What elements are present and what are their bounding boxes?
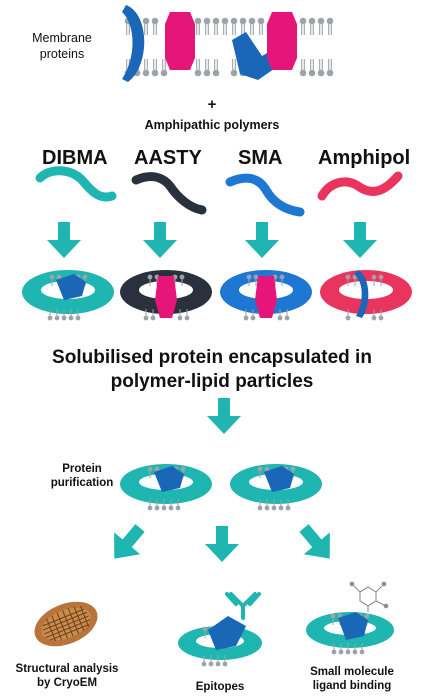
antibody-icon: [225, 592, 261, 620]
polymer-squiggle-amphipol: [317, 171, 403, 201]
polymer-name-sma: SMA: [238, 147, 283, 169]
nanodisc-small-molecule: [306, 612, 394, 655]
protein-purification-label: Protein purification: [40, 462, 124, 490]
membrane-protein-magenta-left: [165, 12, 195, 70]
caption-small-molecule: Small molecule ligand binding: [290, 665, 414, 693]
arrow-down-icon: [205, 526, 239, 562]
caption-small-molecule-line1: Small molecule: [310, 666, 394, 678]
arrow-diagonal-right-icon: [299, 524, 330, 559]
polymer-squiggle-dibma: [35, 166, 117, 202]
plus-symbol: +: [207, 96, 217, 113]
caption-small-molecule-line2: ligand binding: [312, 680, 392, 692]
molecule-icon: [349, 581, 389, 612]
arrow-down-icon: [47, 222, 81, 258]
membrane-protein-v-shape: [232, 32, 284, 80]
purification-line1: Protein: [62, 463, 102, 475]
nanodisc-epitopes: [178, 616, 262, 667]
membrane-label-line1: Membrane: [32, 31, 92, 45]
membrane-protein-crescent: [122, 5, 145, 82]
caption-cryoem-line1: Structural analysis: [15, 663, 119, 675]
arrow-down-icon: [245, 222, 279, 258]
amphipathic-polymers-label: Amphipathic polymers: [144, 118, 280, 132]
polymer-squiggle-sma: [225, 173, 305, 217]
nanodisc-purified-1: [120, 464, 212, 511]
arrow-down-icon: [343, 222, 377, 258]
arrow-down-icon: [207, 398, 241, 434]
polymer-squiggle-aasty: [131, 172, 207, 215]
result-heading-line1: Solubilised protein encapsulated in: [52, 347, 372, 368]
nanodisc-sma: [220, 270, 312, 321]
caption-cryoem: Structural analysis by CryoEM: [2, 662, 132, 690]
caption-epitopes: Epitopes: [180, 680, 260, 694]
nanodisc-aasty: [120, 270, 212, 321]
polymer-name-amphipol: Amphipol: [318, 147, 411, 169]
nanodisc-purified-2: [230, 464, 322, 511]
nanodisc-amphipol: [320, 270, 412, 321]
membrane-proteins-label: Membrane proteins: [26, 30, 98, 62]
result-heading-line2: polymer-lipid particles: [110, 371, 314, 392]
membrane-bilayer-icon: [124, 17, 334, 77]
nanodisc-dibma: [22, 270, 114, 321]
arrow-down-icon: [143, 222, 177, 258]
arrow-diagonal-left-icon: [114, 524, 145, 559]
polymer-name-aasty: AASTY: [134, 147, 202, 169]
caption-cryoem-line2: by CryoEM: [36, 677, 98, 689]
membrane-protein-magenta-right: [267, 12, 297, 70]
membrane-label-line2: proteins: [39, 47, 85, 61]
caption-epitopes-line1: Epitopes: [195, 681, 245, 693]
purification-line2: purification: [50, 477, 114, 489]
result-heading: Solubilised protein encapsulated in poly…: [0, 346, 424, 394]
polymer-name-dibma: DIBMA: [42, 147, 108, 169]
cryoem-grid-icon: [34, 601, 98, 647]
